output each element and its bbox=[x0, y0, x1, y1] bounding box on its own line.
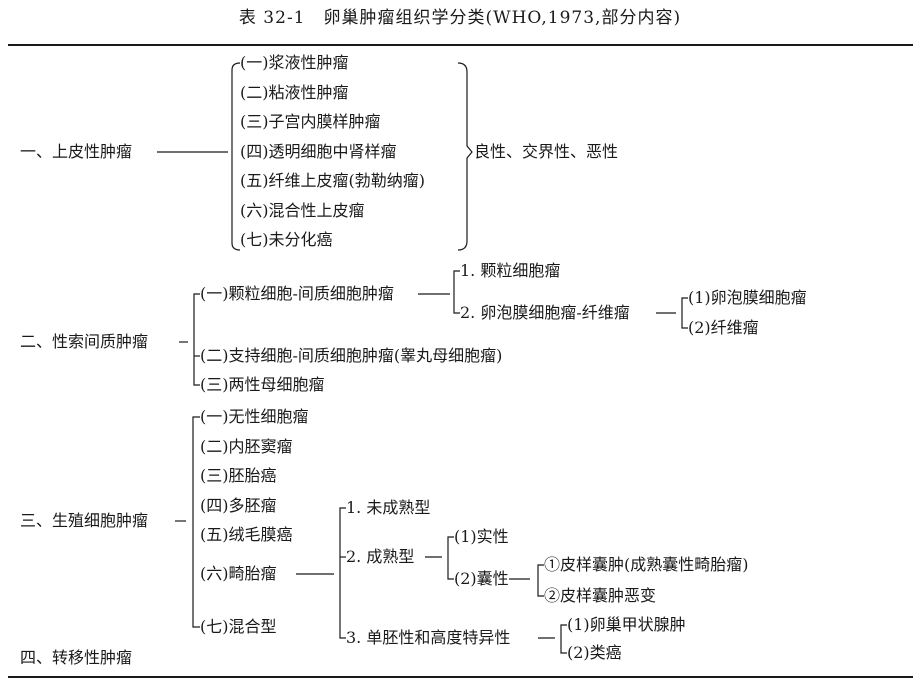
section-1-item: (七)未分化癌 bbox=[240, 230, 333, 249]
section-1-item: (四)透明细胞中肾样瘤 bbox=[240, 142, 397, 161]
thecoma-sub-item: (2)纤维瘤 bbox=[688, 318, 759, 337]
section-1-label: 一、上皮性肿瘤 bbox=[20, 142, 133, 161]
teratoma-sub-item: 3. 单胚性和高度特异性 bbox=[346, 628, 511, 647]
nature-label: 良性、交界性、恶性 bbox=[474, 142, 619, 161]
granulosa-sub-item: 2. 卵泡膜细胞瘤-纤维瘤 bbox=[460, 303, 630, 322]
section-1-item: (一)浆液性肿瘤 bbox=[240, 53, 349, 72]
section-2-item: (一)颗粒细胞-间质细胞肿瘤 bbox=[200, 284, 394, 303]
section-4-label: 四、转移性肿瘤 bbox=[20, 648, 133, 667]
teratoma-sub-item: 2. 成熟型 bbox=[346, 547, 415, 566]
top-rule bbox=[8, 44, 913, 46]
section-2-item: (二)支持细胞-间质细胞肿瘤(睾丸母细胞瘤) bbox=[200, 346, 503, 365]
section-1-item: (五)纤维上皮瘤(勃勒纳瘤) bbox=[240, 171, 425, 190]
granulosa-sub-item: 1. 颗粒细胞瘤 bbox=[460, 261, 561, 280]
section-1-item: (三)子宫内膜样肿瘤 bbox=[240, 112, 381, 131]
section-3-item: (三)胚胎癌 bbox=[200, 466, 277, 485]
teratoma-sub-item: 1. 未成熟型 bbox=[346, 498, 431, 517]
section-3-item: (五)绒毛膜癌 bbox=[200, 525, 293, 544]
section-3-item: (二)内胚窦瘤 bbox=[200, 437, 293, 456]
section-1-item: (六)混合性上皮瘤 bbox=[240, 201, 365, 220]
mature-sub-item: (2)囊性 bbox=[454, 569, 509, 588]
cystic-sub-item: ①皮样囊肿(成熟囊性畸胎瘤) bbox=[544, 555, 749, 574]
section-1-item: (二)粘液性肿瘤 bbox=[240, 83, 349, 102]
section-3-label: 三、生殖细胞肿瘤 bbox=[20, 511, 149, 530]
section-3-item: (四)多胚瘤 bbox=[200, 496, 277, 515]
section-3-item: (一)无性细胞瘤 bbox=[200, 407, 309, 426]
cystic-sub-item: ②皮样囊肿恶变 bbox=[544, 586, 657, 605]
section-2-item: (三)两性母细胞瘤 bbox=[200, 375, 325, 394]
thecoma-sub-item: (1)卵泡膜细胞瘤 bbox=[688, 288, 807, 307]
section-2-label: 二、性索间质肿瘤 bbox=[20, 332, 149, 351]
specific-sub-item: (1)卵巢甲状腺肿 bbox=[567, 615, 686, 634]
bottom-rule bbox=[8, 676, 913, 678]
section-3-item: (七)混合型 bbox=[200, 617, 277, 636]
mature-sub-item: (1)实性 bbox=[454, 527, 509, 546]
section-3-item: (六)畸胎瘤 bbox=[200, 564, 277, 583]
specific-sub-item: (2)类癌 bbox=[567, 643, 622, 662]
table-title: 表 32-1 卵巢肿瘤组织学分类(WHO,1973,部分内容) bbox=[238, 8, 682, 28]
